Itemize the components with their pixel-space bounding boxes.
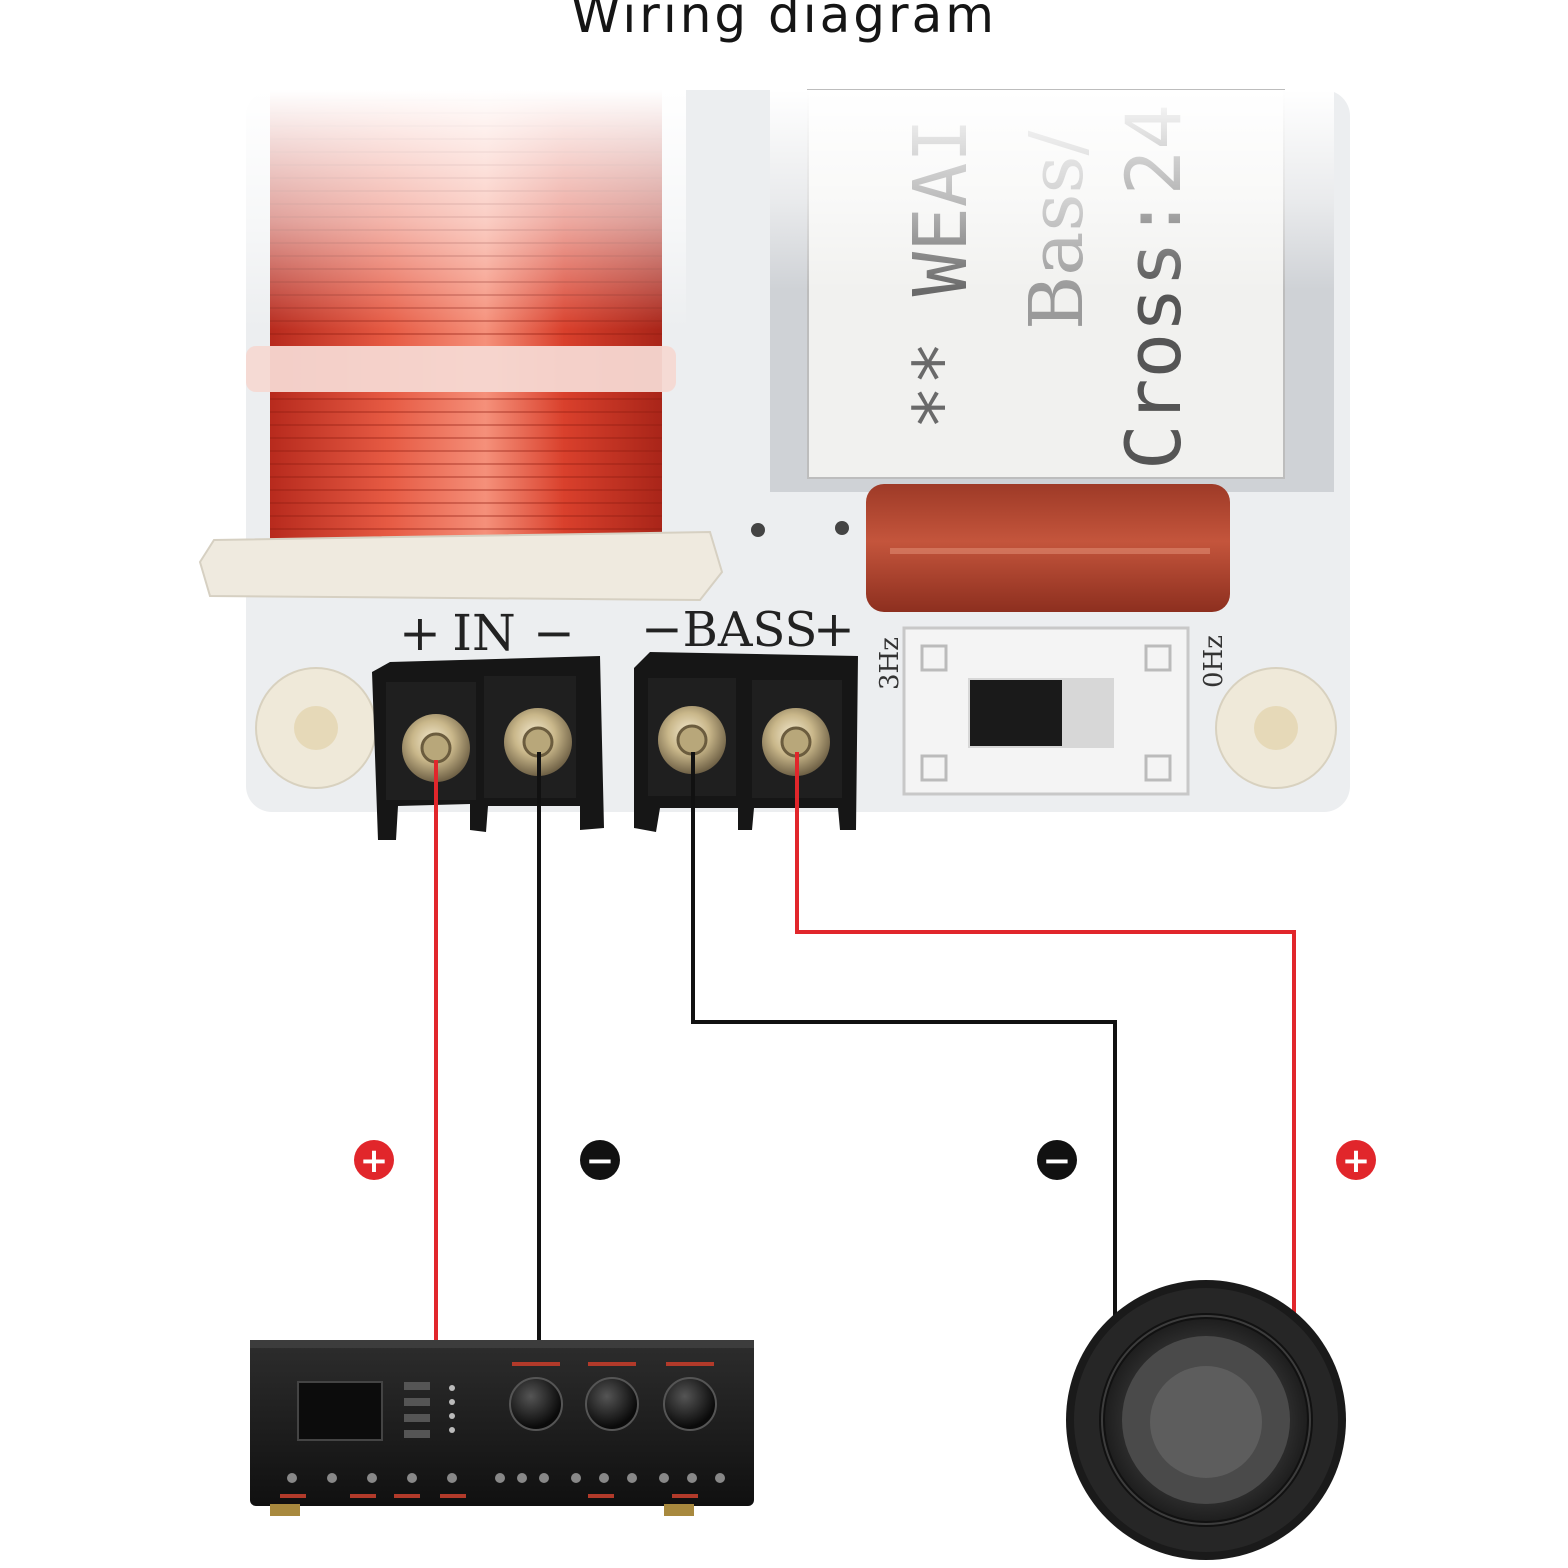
terminal-in-plus-label: + — [399, 604, 441, 662]
coil-band — [246, 346, 676, 392]
switch-label-right: 0Hz — [1199, 635, 1229, 688]
diagram-title: Wiring diagram — [571, 0, 997, 44]
terminal-block-input — [372, 656, 604, 840]
amp-small-control — [327, 1473, 337, 1483]
marker-amp-negative: − — [580, 1140, 620, 1181]
marker-speaker-positive: + — [1336, 1140, 1376, 1181]
svg-text:−: − — [1043, 1141, 1072, 1181]
terminal-bass-minus-label: − — [641, 600, 683, 658]
wire-bass-positive — [795, 752, 1296, 1316]
amp-knob-3 — [663, 1377, 717, 1431]
amp-knob-2 — [585, 1377, 639, 1431]
mounting-hole-right — [1215, 667, 1337, 789]
terminal-in-label: IN — [452, 604, 516, 662]
amp-small-control — [627, 1473, 637, 1483]
terminal-bass-label: BASS — [683, 602, 818, 658]
amp-small-control — [539, 1473, 549, 1483]
amp-small-control — [517, 1473, 527, 1483]
amp-small-control — [659, 1473, 669, 1483]
marker-speaker-negative: − — [1037, 1140, 1077, 1181]
marker-amp-positive: + — [354, 1140, 394, 1181]
amp-small-control — [407, 1473, 417, 1483]
inductor-coil — [198, 90, 724, 602]
amp-small-control — [367, 1473, 377, 1483]
amplifier-illustration — [250, 1340, 754, 1516]
amp-small-control — [571, 1473, 581, 1483]
svg-text:+: + — [360, 1141, 389, 1181]
crossover-board: ** WEAI Bass/ Cross:24 + IN − − BASS + — [198, 89, 1350, 840]
mounting-hole-left — [255, 667, 377, 789]
screw-in-plus — [402, 714, 470, 782]
terminal-in-minus-label: − — [533, 604, 575, 662]
terminal-bass-plus-label: + — [813, 600, 855, 658]
amp-knob-1 — [509, 1377, 563, 1431]
amp-small-control — [495, 1473, 505, 1483]
svg-text:−: − — [586, 1141, 615, 1181]
board-label-card: ** WEAI Bass/ Cross:24 — [770, 89, 1334, 492]
amp-display — [297, 1381, 383, 1441]
amp-small-control — [687, 1473, 697, 1483]
speaker-dust-cap — [1150, 1366, 1262, 1478]
svg-text:+: + — [1342, 1141, 1371, 1181]
speaker-illustration — [1066, 1280, 1346, 1560]
amp-small-control — [287, 1473, 297, 1483]
wire-bass-negative — [691, 752, 1117, 1320]
frequency-switch: 3Hz 0Hz — [875, 626, 1229, 796]
amp-small-control — [715, 1473, 725, 1483]
switch-label-left: 3Hz — [875, 637, 905, 690]
amp-small-control — [599, 1473, 609, 1483]
switch-slider[interactable] — [970, 680, 1062, 746]
amp-small-control — [447, 1473, 457, 1483]
coil-bobbin-base — [198, 530, 724, 602]
screw-bass-plus — [762, 708, 830, 776]
screw-in-minus — [504, 708, 572, 776]
